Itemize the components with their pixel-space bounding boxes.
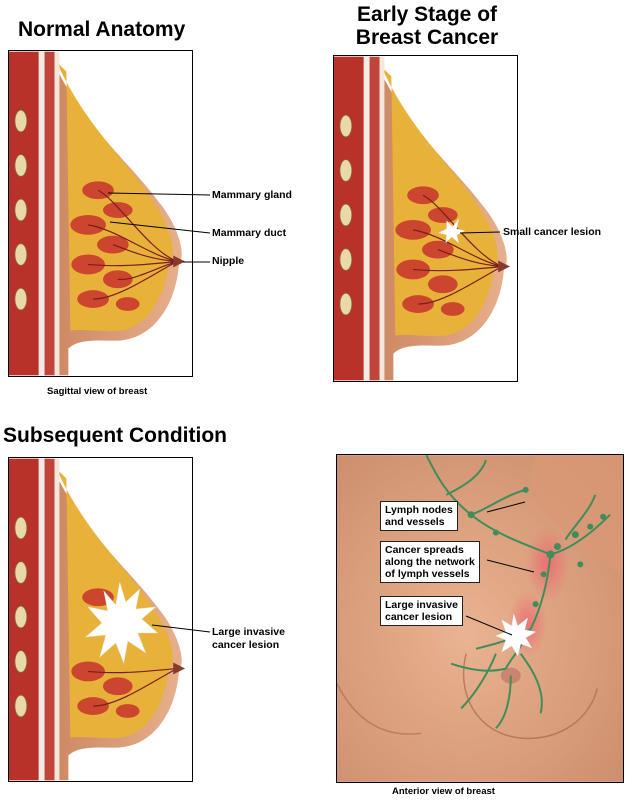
title-early-line-2: Breast Cancer [355, 26, 499, 49]
lymph-nodes [467, 486, 607, 608]
early-stage-illustration [334, 56, 517, 381]
normal-breast-illustration [9, 51, 192, 376]
lymph-vessels [425, 455, 611, 729]
label-small-cancer-lesion: Small cancer lesion [503, 226, 602, 238]
box-label-invasive-line-1: Large invasive [385, 599, 458, 611]
label-mammary-duct: Mammary duct [212, 227, 287, 239]
box-label-spread-line-1: Cancer spreads [385, 544, 464, 556]
box-label-invasive-line-2: cancer lesion [385, 611, 453, 623]
label-large-invasive-lesion: Large invasive cancer lesion [212, 626, 285, 652]
label-large-line-2: cancer lesion [212, 639, 280, 651]
subsequent-illustration [9, 458, 192, 781]
title-subsequent-condition: Subsequent Condition [3, 424, 227, 447]
box-label-lymph-line-2: and vessels [385, 516, 445, 528]
panel-normal-sagittal [8, 50, 193, 377]
large-lesion-shape [85, 582, 159, 664]
box-label-cancer-spreads: Cancer spreads along the network of lymp… [380, 541, 480, 583]
title-early-stage: Early Stage of Breast Cancer [352, 3, 502, 49]
box-label-spread-line-2: along the network [385, 556, 475, 568]
label-large-line-1: Large invasive [212, 626, 285, 638]
label-nipple: Nipple [212, 255, 245, 267]
label-mammary-gland: Mammary gland [212, 189, 292, 201]
title-early-line-1: Early Stage of [356, 3, 498, 26]
box-label-lymph-line-1: Lymph nodes [385, 504, 453, 516]
box-label-lymph-nodes: Lymph nodes and vessels [380, 501, 458, 531]
nipple-shape [173, 255, 186, 268]
small-lesion-shape [438, 218, 466, 244]
box-label-spread-line-3: of lymph vessels [385, 568, 470, 580]
panel-subsequent [8, 457, 193, 782]
breast-contour [462, 653, 598, 740]
caption-sagittal: Sagittal view of breast [47, 386, 148, 397]
caption-anterior: Anterior view of breast [392, 786, 495, 797]
box-label-large-invasive: Large invasive cancer lesion [380, 596, 463, 626]
title-normal-anatomy: Normal Anatomy [18, 18, 186, 41]
panel-early-stage [333, 55, 518, 382]
